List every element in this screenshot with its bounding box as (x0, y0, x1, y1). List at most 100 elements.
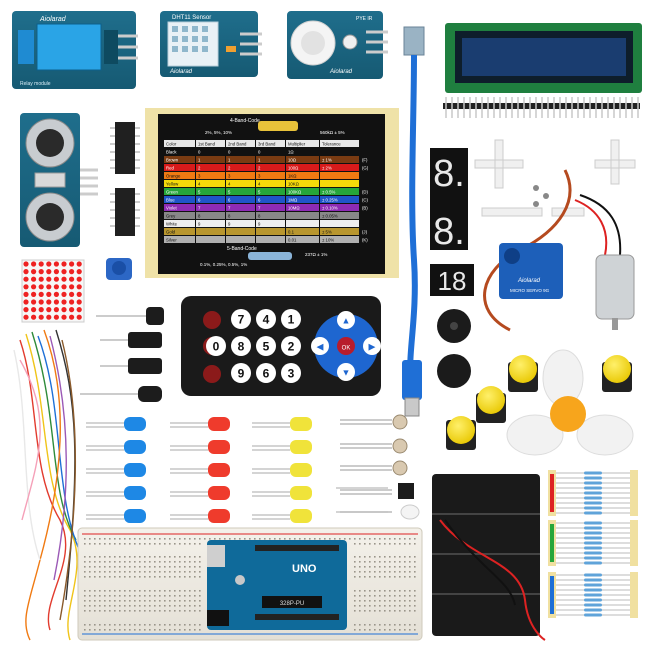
table-cell-text: 4 (198, 182, 201, 187)
table-cell-text: 9 (198, 222, 201, 227)
servo-model: MICRO SERVO 9G (510, 288, 550, 293)
resistor-tape (630, 572, 638, 618)
table-cell-text: 1MΩ (288, 198, 298, 203)
dc-motor (574, 194, 635, 330)
matrix-led (46, 276, 52, 282)
matrix-led (46, 269, 52, 275)
table-cell (164, 236, 195, 243)
ir-receiver-and-transistors (80, 307, 164, 402)
table-cell (256, 220, 285, 227)
table-cell-text: 6 (228, 198, 231, 203)
led (208, 463, 230, 477)
table-cell (164, 156, 195, 163)
table-cell (286, 220, 319, 227)
relay-label: Relay module (20, 81, 51, 87)
table-cell-text: 3 (198, 174, 201, 179)
ic-chips (110, 122, 140, 236)
table-cell (256, 204, 285, 211)
table-code: (C) (362, 198, 369, 203)
table-cell-text: 1Ω (288, 150, 294, 155)
matrix-led (69, 314, 75, 320)
keypad-key (256, 336, 276, 356)
led (124, 486, 146, 500)
table-cell-text: 5 (228, 190, 231, 195)
matrix-led (61, 276, 67, 282)
resistor (584, 501, 602, 505)
resistor (584, 511, 602, 515)
table-cell (320, 188, 359, 195)
table-cell (286, 228, 319, 235)
matrix-led (46, 261, 52, 267)
table-cell (256, 236, 285, 243)
led (124, 463, 146, 477)
relay-module: Aiolarad Relay module (12, 11, 138, 89)
table-cell (256, 164, 285, 171)
table-cell-text: Green (166, 190, 179, 195)
table-cell (196, 172, 225, 179)
matrix-led (23, 314, 29, 320)
resistor (584, 598, 602, 602)
table-cell (196, 196, 225, 203)
led (124, 509, 146, 523)
matrix-led (30, 314, 37, 320)
nav-key-label: ◀ (317, 342, 324, 352)
matrix-led (38, 276, 44, 282)
pin-header-strip (443, 97, 640, 118)
matrix-led (69, 261, 75, 267)
matrix-led (30, 269, 37, 275)
table-cell-text: 0 (198, 150, 201, 155)
card-bottom-right: 237Ω ± 1% (305, 252, 327, 257)
table-cell-text: Silver (166, 238, 177, 243)
table-cell (320, 148, 359, 155)
table-cell-text: 4 (258, 182, 261, 187)
photoresistors (340, 414, 420, 520)
table-cell-text: 8 (228, 214, 231, 219)
table-header: Color (166, 142, 177, 147)
resistor (584, 521, 602, 525)
table-cell (320, 236, 359, 243)
card-title: 4-Band-Code (230, 118, 260, 124)
table-cell (256, 196, 285, 203)
keypad-key-label: 5 (263, 340, 270, 354)
pir-label: PYE IR (356, 16, 373, 22)
table-cell (164, 196, 195, 203)
table-cell-text: 10MΩ (288, 206, 300, 211)
table-cell-text: ± 0.25% (322, 198, 338, 203)
matrix-led (46, 284, 52, 290)
dht11-module: DHT11 Sensor Aiolarad (160, 11, 262, 77)
resistor (584, 491, 602, 495)
table-cell-text: White (166, 222, 178, 227)
table-cell (196, 228, 225, 235)
table-cell-text: ± 0.05% (322, 214, 338, 219)
table-cell (286, 156, 319, 163)
matrix-led (76, 307, 82, 313)
table-cell (196, 164, 225, 171)
resistor (584, 536, 602, 540)
matrix-led (38, 307, 44, 313)
led (290, 486, 312, 500)
table-cell-text: 9 (258, 222, 261, 227)
table-cell-text: ± 0.5% (322, 190, 336, 195)
table-cell (196, 220, 225, 227)
table-cell-text: ± 0.10% (322, 206, 338, 211)
digit-display-mid: 8. (433, 211, 465, 253)
led-rows (86, 417, 388, 523)
matrix-led (46, 307, 52, 313)
table-cell-text: Red (166, 166, 174, 171)
led (208, 440, 230, 454)
table-cell (286, 172, 319, 179)
table-code: (F) (362, 158, 368, 163)
keypad-key-label: 4 (263, 313, 270, 327)
resistor (584, 486, 602, 490)
table-cell (226, 172, 255, 179)
nav-key (363, 337, 381, 355)
table-header: 2nd Band (228, 142, 247, 147)
table-code: (G) (362, 166, 369, 171)
led (208, 509, 230, 523)
table-code: (D) (362, 190, 369, 195)
resistor (584, 476, 602, 480)
matrix-led (30, 299, 37, 305)
table-cell-text: 5 (258, 190, 261, 195)
